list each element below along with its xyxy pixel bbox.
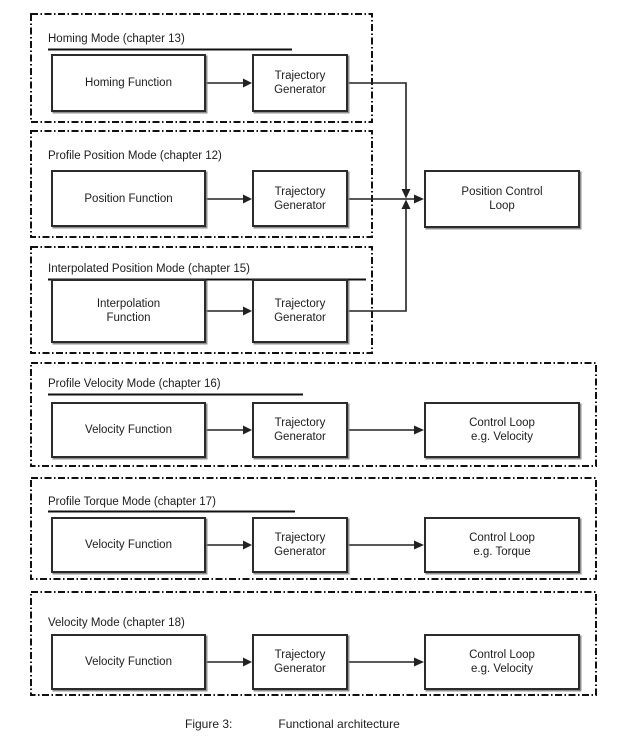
arrowhead-right-icon [243,540,252,550]
arrowhead-right-icon [243,78,252,88]
arrowhead-up-icon [401,199,411,209]
arrowhead-right-icon [414,194,424,204]
figure-caption-label: Figure 3: [185,717,233,731]
velocity-mode-border [30,591,597,696]
profile-velocity-function-node: Velocity Function [51,402,206,458]
velocity-mode-control-loop-node: Control Loop e.g. Velocity [424,634,580,690]
interpolated-position-mode-title: Interpolated Position Mode (chapter 15) [48,263,251,275]
arrowhead-right-icon [414,540,424,550]
profile-torque-mode-title: Profile Torque Mode (chapter 17) [48,496,216,508]
arrowhead-right-icon [243,657,252,667]
arrowhead-right-icon [414,425,424,435]
velocity-mode-title: Velocity Mode (chapter 18) [48,617,185,629]
profile-torque-velocity-function-node: Velocity Function [51,517,206,573]
profile-torque-trajectory-generator-node: Trajectory Generator [252,517,348,573]
connector-elbow-up [348,209,407,312]
homing-trajectory-generator-node: Trajectory Generator [252,54,348,112]
figure-caption: Figure 3: Functional architecture [185,717,400,732]
figure-caption-text: Functional architecture [278,717,400,731]
arrowhead-down-icon [401,189,411,199]
interpolated-trajectory-generator-node: Trajectory Generator [252,279,348,343]
velocity-mode-trajectory-generator-node: Trajectory Generator [252,634,348,690]
profile-velocity-mode-title: Profile Velocity Mode (chapter 16) [48,378,221,390]
arrowhead-right-icon [414,657,424,667]
homing-mode-border [30,13,373,123]
interpolation-function-node: Interpolation Function [51,279,206,343]
velocity-mode-function-node: Velocity Function [51,634,206,690]
profile-position-trajectory-generator-node: Trajectory Generator [252,170,348,227]
homing-function-node: Homing Function [51,54,206,112]
connector-elbow-down [348,82,407,189]
arrowhead-right-icon [243,194,252,204]
homing-mode-title: Homing Mode (chapter 13) [48,33,185,45]
velocity-control-loop-node: Control Loop e.g. Velocity [424,402,580,458]
position-control-loop-node: Position Control Loop [424,170,580,228]
interpolated-position-mode-border [30,246,373,354]
torque-control-loop-node: Control Loop e.g. Torque [424,517,580,573]
profile-velocity-mode-border [30,362,597,467]
profile-velocity-trajectory-generator-node: Trajectory Generator [252,402,348,458]
profile-position-mode-border [30,130,373,238]
position-function-node: Position Function [51,170,206,227]
profile-position-mode-title: Profile Position Mode (chapter 12) [48,150,222,162]
arrowhead-right-icon [243,306,252,316]
arrowhead-right-icon [243,425,252,435]
profile-torque-mode-border [30,477,597,580]
